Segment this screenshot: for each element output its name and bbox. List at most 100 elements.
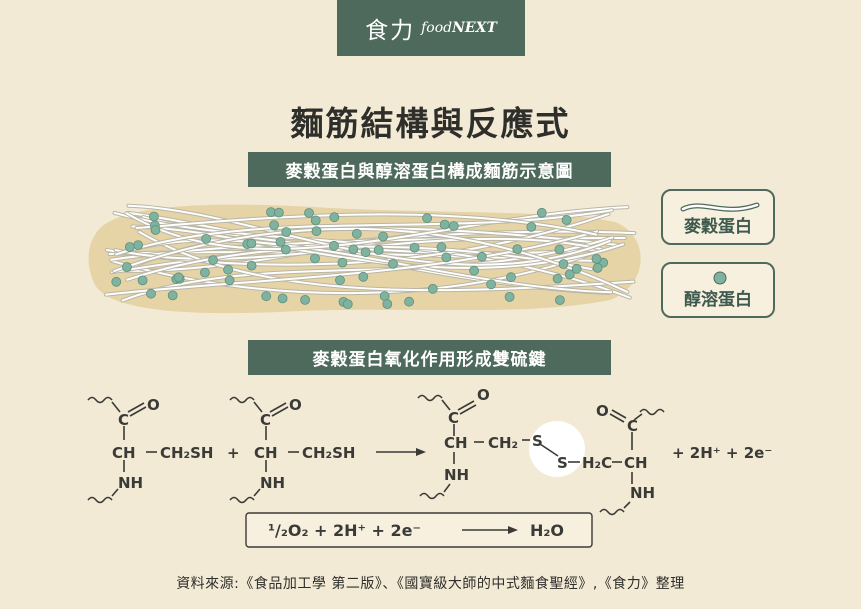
gliadin-bead bbox=[201, 233, 212, 244]
gliadin-bead bbox=[360, 247, 371, 258]
gliadin-bead bbox=[382, 299, 393, 309]
glutenin-strand-core bbox=[121, 236, 614, 302]
gliadin-bead bbox=[409, 242, 420, 253]
gliadin-bead bbox=[558, 259, 569, 269]
gliadin-bead bbox=[441, 252, 452, 263]
gliadin-bead bbox=[552, 273, 563, 284]
gliadin-bead bbox=[224, 275, 235, 286]
carbon-label-2: C bbox=[260, 411, 271, 429]
bead-icon bbox=[713, 271, 727, 285]
legend-glutenin-label: 麥穀蛋白 bbox=[684, 217, 752, 237]
gliadin-bead bbox=[304, 208, 314, 218]
gliadin-bead bbox=[329, 212, 340, 223]
nh-label-1: NH bbox=[118, 474, 143, 492]
section-banner-gluten-diagram: 麥穀蛋白與醇溶蛋白構成麵筋示意圖 bbox=[248, 152, 611, 187]
logo-english: foodNEXT bbox=[421, 20, 497, 36]
nh-label-4: NH bbox=[630, 484, 655, 502]
gliadin-bead bbox=[348, 244, 359, 255]
gliadin-bead bbox=[246, 260, 257, 271]
gliadin-bead bbox=[208, 255, 219, 266]
gliadin-bead bbox=[223, 264, 234, 275]
gliadin-bead bbox=[311, 226, 322, 237]
equation-rhs: H₂O bbox=[530, 521, 564, 540]
gliadin-bead bbox=[146, 288, 156, 299]
gliadin-bead bbox=[124, 242, 135, 252]
gliadin-bead bbox=[335, 275, 345, 286]
carbon-label-1: C bbox=[118, 411, 129, 429]
gliadin-bead bbox=[310, 253, 320, 264]
plus-sign: + bbox=[227, 444, 240, 462]
product-ch-right: CH bbox=[624, 454, 648, 472]
gliadin-bead bbox=[167, 290, 178, 301]
wavy-strand-icon bbox=[680, 202, 760, 212]
glutenin-strand-core bbox=[127, 239, 613, 294]
oxygen-label-4: O bbox=[596, 402, 609, 420]
gliadin-bead bbox=[337, 257, 348, 268]
logo-chinese: 食力 bbox=[365, 18, 416, 44]
glutenin-strand-core bbox=[104, 230, 598, 296]
legend-glutenin: 麥穀蛋白 bbox=[661, 189, 775, 245]
equation-lhs: ¹/₂O₂ + 2H⁺ + 2e⁻ bbox=[268, 521, 421, 540]
source-credit: 資料來源:《食品加工學 第二版》、《國寶級大師的中式麵食聖經》,《食力》整理 bbox=[176, 576, 685, 592]
gliadin-bead bbox=[261, 291, 272, 302]
gliadin-bead bbox=[536, 207, 547, 218]
gliadin-bead bbox=[448, 221, 459, 231]
oxygen-label-1: O bbox=[147, 396, 160, 414]
gliadin-bead bbox=[275, 236, 286, 247]
gliadin-bead bbox=[469, 265, 480, 276]
gliadin-bead bbox=[281, 227, 292, 237]
sulfur-label-2: S bbox=[557, 454, 568, 472]
gliadin-bead bbox=[388, 258, 398, 269]
gliadin-bead bbox=[561, 215, 572, 225]
gliadin-bead bbox=[358, 271, 369, 282]
equation-box bbox=[245, 512, 593, 548]
gliadin-bead bbox=[277, 293, 288, 304]
gliadin-bead bbox=[280, 244, 291, 255]
gliadin-bead bbox=[436, 242, 447, 253]
disulfide-highlight bbox=[529, 421, 585, 477]
gluten-network-diagram bbox=[88, 203, 641, 314]
gliadin-bead bbox=[342, 299, 353, 310]
product-tail: + 2H⁺ + 2e⁻ bbox=[672, 444, 772, 462]
gliadin-bead bbox=[486, 279, 497, 290]
gliadin-bead bbox=[592, 262, 603, 273]
gliadin-bead bbox=[273, 207, 284, 218]
gliadin-bead bbox=[111, 276, 122, 287]
gliadin-bead bbox=[137, 275, 148, 286]
gliadin-bead bbox=[378, 231, 389, 242]
oxygen-label-2: O bbox=[289, 396, 302, 414]
glutenin-strand-core bbox=[115, 209, 613, 256]
gliadin-bead bbox=[422, 213, 433, 224]
gliadin-bead bbox=[564, 269, 575, 280]
carbon-label-3: C bbox=[448, 409, 459, 427]
gliadin-bead bbox=[555, 295, 565, 306]
gliadin-bead bbox=[526, 221, 537, 232]
legend-gliadin: 醇溶蛋白 bbox=[661, 262, 775, 318]
gliadin-bead bbox=[504, 291, 515, 302]
gliadin-bead bbox=[351, 228, 362, 239]
gliadin-bead bbox=[269, 220, 280, 231]
gliadin-bead bbox=[329, 240, 339, 251]
gliadin-bead bbox=[246, 238, 257, 249]
glutenin-strand-core bbox=[113, 227, 629, 293]
ch2sh-label-2: CH₂SH bbox=[302, 444, 356, 462]
gliadin-bead bbox=[554, 244, 565, 255]
gliadin-bead bbox=[173, 272, 184, 283]
gliadin-bead bbox=[571, 263, 582, 274]
product-h2c: H₂C bbox=[582, 454, 612, 472]
legend-gliadin-label: 醇溶蛋白 bbox=[684, 290, 752, 310]
gliadin-bead bbox=[404, 296, 415, 307]
oxygen-label-3: O bbox=[477, 386, 490, 404]
nh-label-3: NH bbox=[444, 466, 469, 484]
wavy-bond bbox=[87, 396, 113, 404]
ch-label-2: CH bbox=[254, 444, 278, 462]
gliadin-bead bbox=[150, 225, 161, 235]
gliadin-bead bbox=[310, 215, 321, 226]
ch-label-1: CH bbox=[112, 444, 136, 462]
gliadin-bead bbox=[427, 283, 438, 294]
gliadin-bead bbox=[122, 262, 132, 272]
page-title: 麵筋結構與反應式 bbox=[290, 104, 571, 143]
gliadin-bead bbox=[373, 245, 384, 255]
gliadin-bead bbox=[506, 272, 516, 283]
sulfur-label-1: S bbox=[532, 432, 543, 450]
